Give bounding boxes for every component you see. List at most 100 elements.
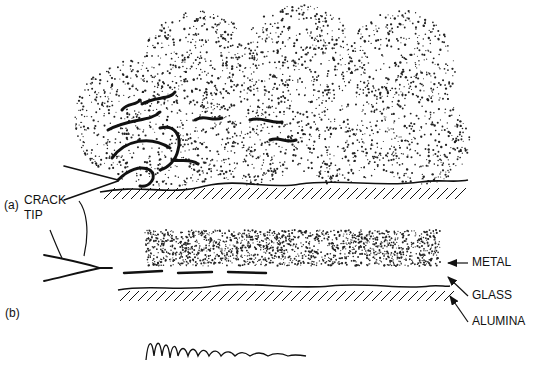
stipple-dot (432, 62, 434, 64)
stipple-dot (342, 30, 344, 32)
stipple-dot (172, 89, 173, 90)
stipple-dot (284, 97, 285, 98)
stipple-dot (324, 89, 326, 91)
stipple-dot (334, 121, 335, 122)
stipple-dot (386, 24, 388, 26)
stipple-dot (321, 112, 322, 113)
stipple-dot (361, 62, 362, 63)
stipple-dot (348, 49, 349, 50)
stipple-dot (301, 56, 303, 58)
stipple-dot (274, 23, 276, 25)
stipple-dot (381, 86, 383, 88)
stipple-dot (240, 101, 242, 103)
stipple-dot (192, 174, 193, 175)
stipple-dot (301, 9, 302, 10)
stipple-dot (310, 6, 311, 7)
stipple-dot (316, 76, 318, 78)
stipple-dot (372, 106, 374, 108)
stipple-dot (120, 164, 122, 166)
stipple-dot (368, 91, 370, 93)
stipple-dot (414, 138, 416, 140)
stipple-dot (306, 28, 308, 30)
stipple-dot (430, 97, 432, 99)
stipple-dot (330, 126, 332, 128)
stipple-dot (445, 63, 447, 65)
stipple-dot (439, 84, 441, 86)
stipple-dot (224, 47, 226, 49)
stipple-dot (318, 75, 320, 77)
stipple-dot (454, 125, 455, 126)
stipple-dot (207, 101, 208, 102)
stipple-dot (232, 44, 234, 46)
stipple-dot (282, 83, 284, 85)
stipple-dot (410, 82, 412, 84)
stipple-dot (307, 9, 308, 10)
stipple-dot (167, 84, 169, 86)
stipple-dot (315, 23, 317, 25)
stipple-dot (405, 181, 407, 183)
stipple-dot (448, 171, 449, 172)
stipple-dot (214, 23, 216, 25)
stipple-dot (348, 67, 350, 69)
stipple-dot (173, 39, 175, 41)
stipple-dot (330, 177, 332, 179)
stipple-dot (433, 25, 435, 27)
stipple-dot (359, 94, 360, 95)
stipple-dot (132, 69, 134, 71)
stipple-dot (376, 142, 378, 144)
stipple-dot (384, 118, 385, 119)
stipple-dot (245, 47, 247, 49)
stipple-dot (122, 132, 124, 134)
stipple-dot (154, 86, 155, 87)
stipple-dot (225, 90, 227, 92)
stipple-dot (157, 164, 159, 166)
stipple-dot (268, 144, 270, 146)
stipple-dot (347, 144, 349, 146)
stipple-dot (342, 25, 344, 27)
stipple-dot (368, 41, 369, 42)
stipple-dot (252, 111, 254, 113)
stipple-dot (360, 46, 361, 47)
stipple-dot (344, 81, 345, 82)
stipple-dot (164, 155, 165, 156)
stipple-dot (332, 128, 334, 130)
stipple-dot (137, 89, 139, 91)
stipple-dot (429, 118, 431, 120)
stipple-dot (371, 143, 372, 144)
stipple-dot (154, 132, 155, 133)
stipple-dot (457, 139, 459, 141)
stipple-dot (183, 89, 185, 91)
stipple-dot (98, 165, 100, 167)
stipple-dot (438, 99, 439, 100)
stipple-dot (265, 149, 266, 150)
stipple-dot (314, 39, 316, 41)
stipple-dot (196, 68, 197, 69)
stipple-dot (303, 18, 305, 20)
stipple-dot (99, 109, 100, 110)
stipple-dot (279, 162, 280, 163)
stipple-dot (270, 170, 272, 172)
stipple-dot (286, 124, 287, 125)
stipple-dot (253, 71, 255, 73)
stipple-dot (244, 98, 246, 100)
stipple-dot (428, 148, 430, 150)
stipple-dot (178, 66, 180, 68)
stipple-dot (134, 110, 135, 111)
stipple-dot (444, 85, 445, 86)
stipple-dot (219, 173, 221, 175)
stipple-dot (312, 45, 313, 46)
stipple-dot (395, 63, 397, 65)
stipple-dot (213, 165, 215, 167)
stipple-dot (127, 166, 129, 168)
stipple-dot (443, 41, 445, 43)
stipple-dot (182, 66, 184, 68)
stipple-dot (404, 86, 405, 87)
stipple-dot (262, 165, 263, 166)
stipple-dot (374, 169, 375, 170)
stipple-dot (127, 139, 128, 140)
stipple-dot (234, 26, 236, 28)
stipple-dot (181, 54, 183, 56)
stipple-dot (334, 65, 336, 67)
stipple-dot (209, 150, 211, 152)
stipple-dot (116, 156, 118, 158)
